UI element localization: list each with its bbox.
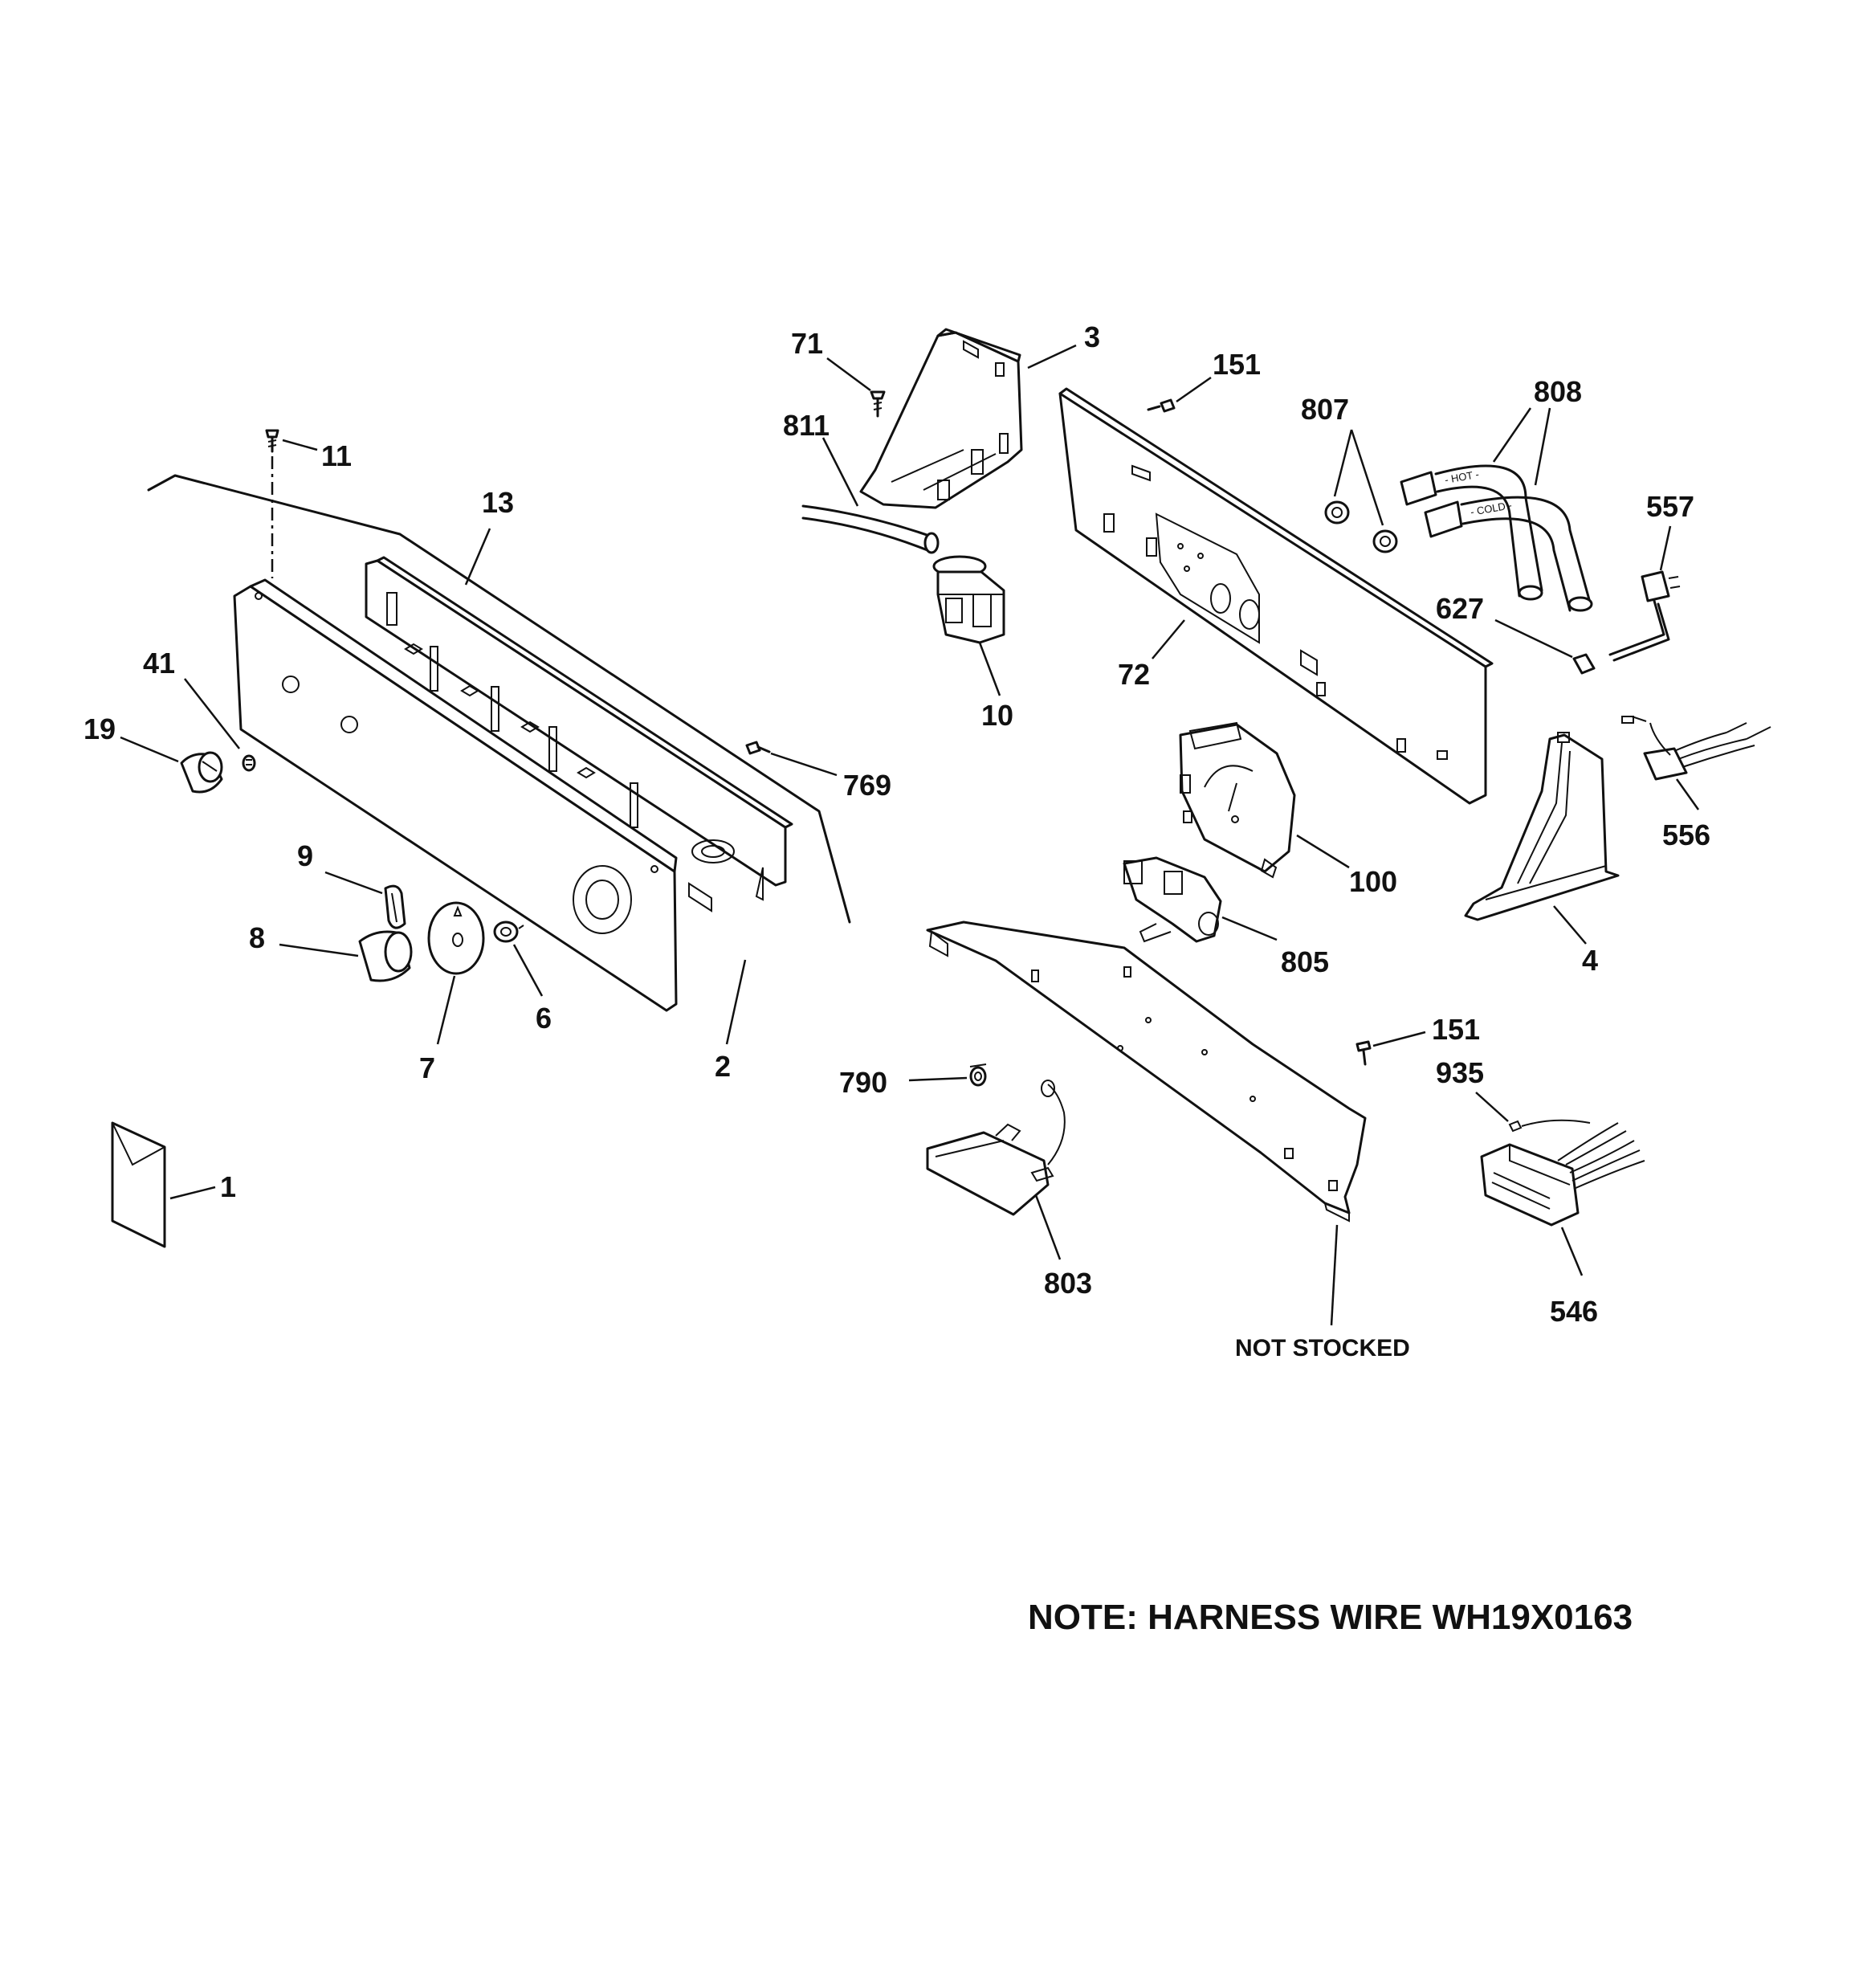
part-9-clip [384, 884, 406, 929]
part-4-side-bracket [1464, 732, 1620, 921]
label-811: 811 [783, 409, 830, 442]
leader-627 [1494, 618, 1573, 659]
part-19-knob [180, 751, 223, 794]
part-100-timer [1179, 721, 1296, 879]
leader-1 [169, 1186, 216, 1200]
leader-808b [1534, 407, 1551, 486]
leader-19 [120, 736, 179, 763]
label-19: 19 [84, 712, 116, 745]
part-805-water-valve [1123, 856, 1222, 943]
leader-935 [1475, 1092, 1509, 1122]
part-627-strain-relief [1572, 653, 1596, 675]
label-935: 935 [1436, 1056, 1484, 1089]
leader-not-stocked [1330, 1224, 1339, 1326]
leader-151-top [1176, 376, 1212, 403]
part-557-power-cord [1608, 570, 1681, 662]
label-151-bottom: 151 [1432, 1013, 1480, 1046]
label-7: 7 [419, 1051, 435, 1084]
part-546-terminal-block [1480, 1122, 1645, 1227]
part-71-screw [870, 390, 886, 418]
label-71: 71 [791, 327, 823, 360]
label-1: 1 [220, 1170, 236, 1203]
leader-807a [1333, 429, 1353, 497]
leader-9 [324, 871, 383, 895]
part-8-timer-knob [358, 930, 413, 982]
leader-790 [908, 1076, 968, 1082]
part-811-hose [801, 504, 940, 554]
label-10: 10 [981, 699, 1013, 732]
label-11: 11 [321, 439, 352, 472]
part-7-dial [427, 901, 485, 975]
leader-556 [1675, 778, 1700, 810]
leader-807b [1350, 429, 1384, 526]
label-803: 803 [1044, 1267, 1092, 1300]
leader-2 [725, 959, 747, 1045]
part-1-literature-envelope [111, 1121, 166, 1248]
label-8: 8 [249, 921, 265, 954]
leader-803 [1034, 1194, 1062, 1260]
leader-546 [1560, 1227, 1584, 1276]
leader-6 [512, 944, 544, 997]
label-4: 4 [1582, 944, 1598, 977]
label-3: 3 [1084, 320, 1100, 353]
label-557: 557 [1646, 490, 1694, 523]
leader-13 [464, 528, 491, 586]
leader-10 [978, 642, 1001, 696]
label-9: 9 [297, 839, 313, 872]
hose-label-hot: - HOT - [1444, 468, 1480, 486]
leader-11 [282, 439, 318, 451]
part-3-side-bracket [859, 328, 1023, 509]
leader-557 [1659, 525, 1672, 571]
part-808-fill-hoses: - HOT - - COLD - [1400, 464, 1593, 612]
part-151-screw-top [1147, 398, 1176, 413]
label-not-stocked: NOT STOCKED [1235, 1335, 1410, 1361]
label-805: 805 [1281, 945, 1329, 978]
label-13: 13 [482, 486, 514, 519]
leader-151-bottom [1372, 1031, 1426, 1047]
label-546: 546 [1550, 1295, 1598, 1328]
label-72: 72 [1118, 658, 1150, 691]
label-100: 100 [1349, 865, 1397, 898]
part-72-rear-panel [1058, 387, 1494, 805]
part-13-top-cover-outline [147, 474, 851, 924]
part-10-pressure-switch [932, 555, 1005, 644]
part-rear-shield-not-stocked [926, 921, 1367, 1223]
leader-808a [1492, 407, 1532, 463]
label-6: 6 [536, 1002, 552, 1035]
leader-41 [184, 678, 240, 749]
part-935-jumper-wire [1508, 1119, 1591, 1133]
part-556-harness-connector [1621, 716, 1771, 781]
part-769-screw [745, 741, 771, 755]
part-6-nut [493, 921, 524, 943]
label-556: 556 [1662, 818, 1710, 851]
leader-72 [1152, 619, 1185, 659]
part-2-console-panel [233, 578, 678, 1012]
part-807-hose-washers [1324, 500, 1398, 553]
leader-100 [1296, 834, 1350, 869]
leader-7 [436, 975, 456, 1045]
label-151-top: 151 [1213, 348, 1261, 381]
label-790: 790 [839, 1066, 887, 1099]
part-11-screw [265, 429, 279, 578]
leader-769 [770, 752, 838, 777]
label-627: 627 [1436, 592, 1484, 625]
label-41: 41 [143, 647, 175, 680]
label-769: 769 [843, 769, 891, 802]
leader-8 [279, 943, 359, 957]
label-808: 808 [1534, 375, 1582, 408]
part-790-clamp [969, 1063, 987, 1087]
leader-805 [1221, 916, 1278, 941]
label-807: 807 [1301, 393, 1349, 426]
part-41-clip [242, 754, 256, 772]
leader-811 [821, 437, 859, 507]
leader-71 [826, 357, 871, 392]
leader-4 [1553, 905, 1587, 945]
note-harness-wire: NOTE: HARNESS WIRE WH19X0163 [1028, 1598, 1633, 1637]
leader-3 [1027, 344, 1077, 369]
part-13-console-bracket [365, 556, 793, 912]
part-151-screw-bottom [1355, 1040, 1372, 1066]
part-803-drain-assembly [926, 1080, 1066, 1216]
label-2: 2 [715, 1050, 731, 1083]
